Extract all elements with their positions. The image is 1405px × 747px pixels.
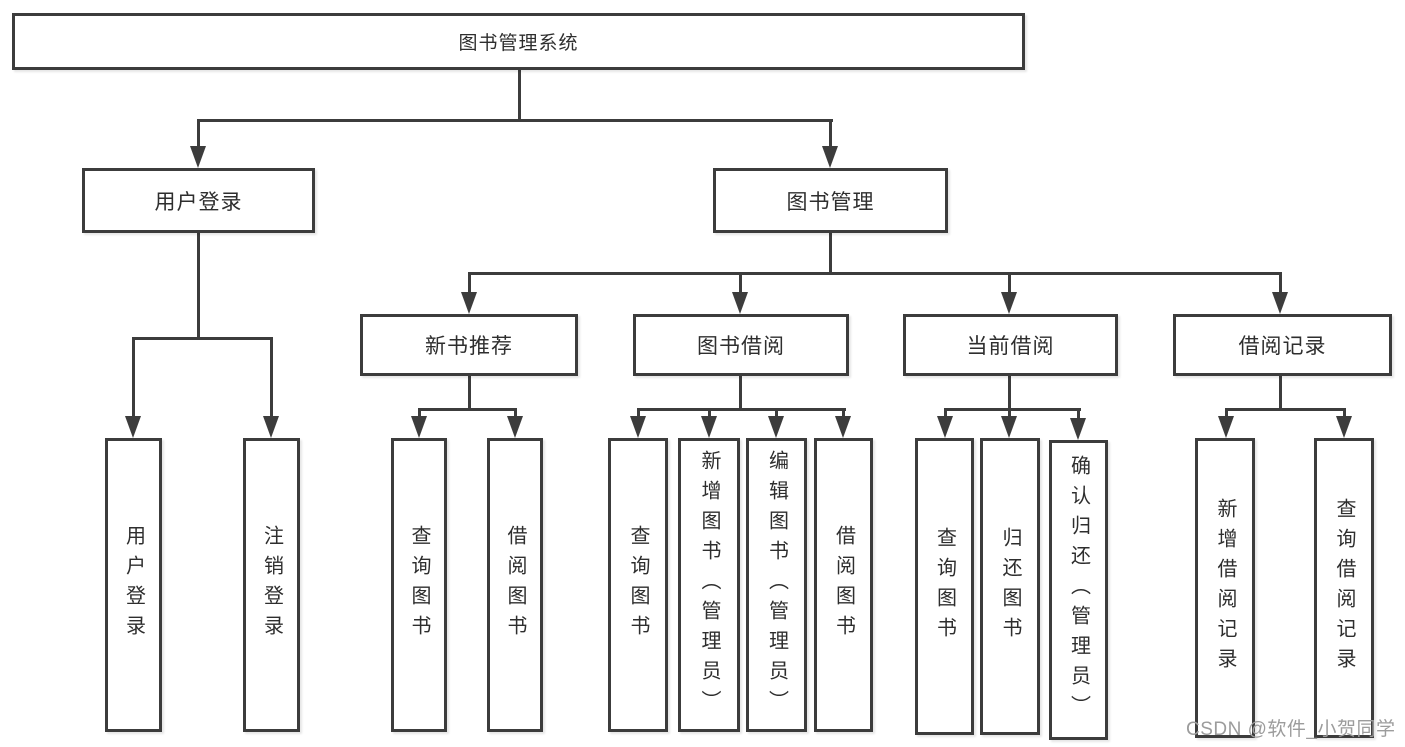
arrow-down-icon bbox=[411, 416, 427, 438]
connector-line bbox=[842, 408, 845, 418]
arrow-down-icon bbox=[1070, 418, 1086, 440]
leaf-label: 查询借阅记录 bbox=[1333, 498, 1355, 678]
arrow-down-icon bbox=[1001, 292, 1017, 314]
arrow-down-icon bbox=[461, 292, 477, 314]
leaf-query-books-borrowing: 查询图书 bbox=[608, 438, 668, 732]
arrow-down-icon bbox=[768, 416, 784, 438]
connector-line bbox=[132, 337, 273, 340]
arrow-down-icon bbox=[835, 416, 851, 438]
leaf-label: 编辑图书（管理员） bbox=[765, 450, 788, 720]
node-label: 用户登录 bbox=[154, 190, 243, 214]
leaf-label: 新增图书（管理员） bbox=[698, 450, 720, 720]
connector-line bbox=[1279, 272, 1282, 294]
leaf-label: 归还图书 bbox=[999, 526, 1021, 647]
node-library-system: 图书管理系统 bbox=[12, 13, 1025, 70]
connector-line bbox=[944, 408, 947, 418]
connector-line bbox=[775, 408, 778, 418]
arrow-down-icon bbox=[701, 416, 717, 438]
node-label: 借阅记录 bbox=[1238, 335, 1327, 358]
connector-line bbox=[739, 373, 742, 410]
leaf-label: 用户登录 bbox=[122, 525, 145, 645]
connector-line bbox=[637, 408, 640, 418]
connector-line bbox=[197, 119, 200, 148]
leaf-label: 新增借阅记录 bbox=[1214, 498, 1236, 678]
connector-line bbox=[132, 337, 135, 418]
arrow-down-icon bbox=[937, 416, 953, 438]
leaf-label: 查询图书 bbox=[408, 525, 430, 645]
connector-line bbox=[418, 408, 517, 411]
connector-line bbox=[518, 70, 521, 119]
leaf-logout: 注销登录 bbox=[243, 438, 300, 732]
leaf-add-borrow-record: 新增借阅记录 bbox=[1195, 438, 1255, 738]
connector-line bbox=[1008, 408, 1011, 418]
arrow-down-icon bbox=[507, 416, 523, 438]
leaf-edit-book-admin: 编辑图书（管理员） bbox=[746, 438, 807, 732]
arrow-down-icon bbox=[1336, 416, 1352, 438]
leaf-query-books-current: 查询图书 bbox=[915, 438, 974, 735]
arrow-down-icon bbox=[263, 416, 279, 438]
connector-line bbox=[1225, 408, 1346, 411]
leaf-label: 注销登录 bbox=[260, 525, 283, 645]
connector-line bbox=[197, 233, 200, 339]
leaf-label: 借阅图书 bbox=[504, 525, 526, 645]
connector-line bbox=[197, 119, 833, 122]
node-new-book-recommend: 新书推荐 bbox=[360, 314, 578, 376]
connector-line bbox=[468, 272, 1282, 275]
leaf-borrow-books-borrowing: 借阅图书 bbox=[814, 438, 873, 732]
connector-line bbox=[829, 233, 832, 274]
leaf-confirm-return-admin: 确认归还（管理员） bbox=[1049, 440, 1108, 740]
connector-line bbox=[1077, 408, 1080, 420]
node-label: 图书借阅 bbox=[697, 335, 785, 358]
node-label: 新书推荐 bbox=[425, 335, 513, 358]
leaf-user-login: 用户登录 bbox=[105, 438, 162, 732]
node-label: 当前借阅 bbox=[966, 335, 1055, 358]
connector-line bbox=[1279, 373, 1282, 410]
arrow-down-icon bbox=[822, 146, 838, 168]
connector-line bbox=[1343, 408, 1346, 418]
node-label: 图书管理 bbox=[786, 190, 875, 214]
leaf-add-book-admin: 新增图书（管理员） bbox=[678, 438, 740, 732]
leaf-label: 确认归还（管理员） bbox=[1067, 455, 1090, 725]
connector-line bbox=[944, 408, 1081, 411]
leaf-label: 借阅图书 bbox=[832, 525, 855, 645]
node-label: 图书管理系统 bbox=[458, 33, 579, 54]
connector-line bbox=[739, 272, 742, 294]
connector-line bbox=[1225, 408, 1228, 418]
connector-line bbox=[829, 119, 832, 148]
arrow-down-icon bbox=[190, 146, 206, 168]
connector-line bbox=[637, 408, 846, 411]
arrow-down-icon bbox=[1272, 292, 1288, 314]
arrow-down-icon bbox=[732, 292, 748, 314]
node-book-management: 图书管理 bbox=[713, 168, 948, 233]
arrow-down-icon bbox=[1001, 416, 1017, 438]
node-borrowing-records: 借阅记录 bbox=[1173, 314, 1392, 376]
connector-line bbox=[1008, 272, 1011, 294]
arrow-down-icon bbox=[125, 416, 141, 438]
node-current-borrowing: 当前借阅 bbox=[903, 314, 1118, 376]
arrow-down-icon bbox=[630, 416, 646, 438]
node-book-borrowing: 图书借阅 bbox=[633, 314, 849, 376]
leaf-label: 查询图书 bbox=[627, 525, 649, 645]
connector-line bbox=[1008, 373, 1011, 410]
connector-line bbox=[468, 272, 471, 294]
leaf-borrow-books-recommend: 借阅图书 bbox=[487, 438, 543, 732]
leaf-query-books-recommend: 查询图书 bbox=[391, 438, 447, 732]
connector-line bbox=[270, 337, 273, 418]
watermark: CSDN @软件_小贺同学 bbox=[1186, 719, 1396, 740]
connector-line bbox=[418, 408, 421, 418]
connector-line bbox=[468, 373, 471, 410]
connector-line bbox=[708, 408, 711, 418]
arrow-down-icon bbox=[1218, 416, 1234, 438]
connector-line bbox=[514, 408, 517, 418]
leaf-return-books: 归还图书 bbox=[980, 438, 1040, 735]
node-user-login: 用户登录 bbox=[82, 168, 315, 233]
leaf-label: 查询图书 bbox=[933, 526, 956, 647]
leaf-query-borrow-record: 查询借阅记录 bbox=[1314, 438, 1374, 738]
